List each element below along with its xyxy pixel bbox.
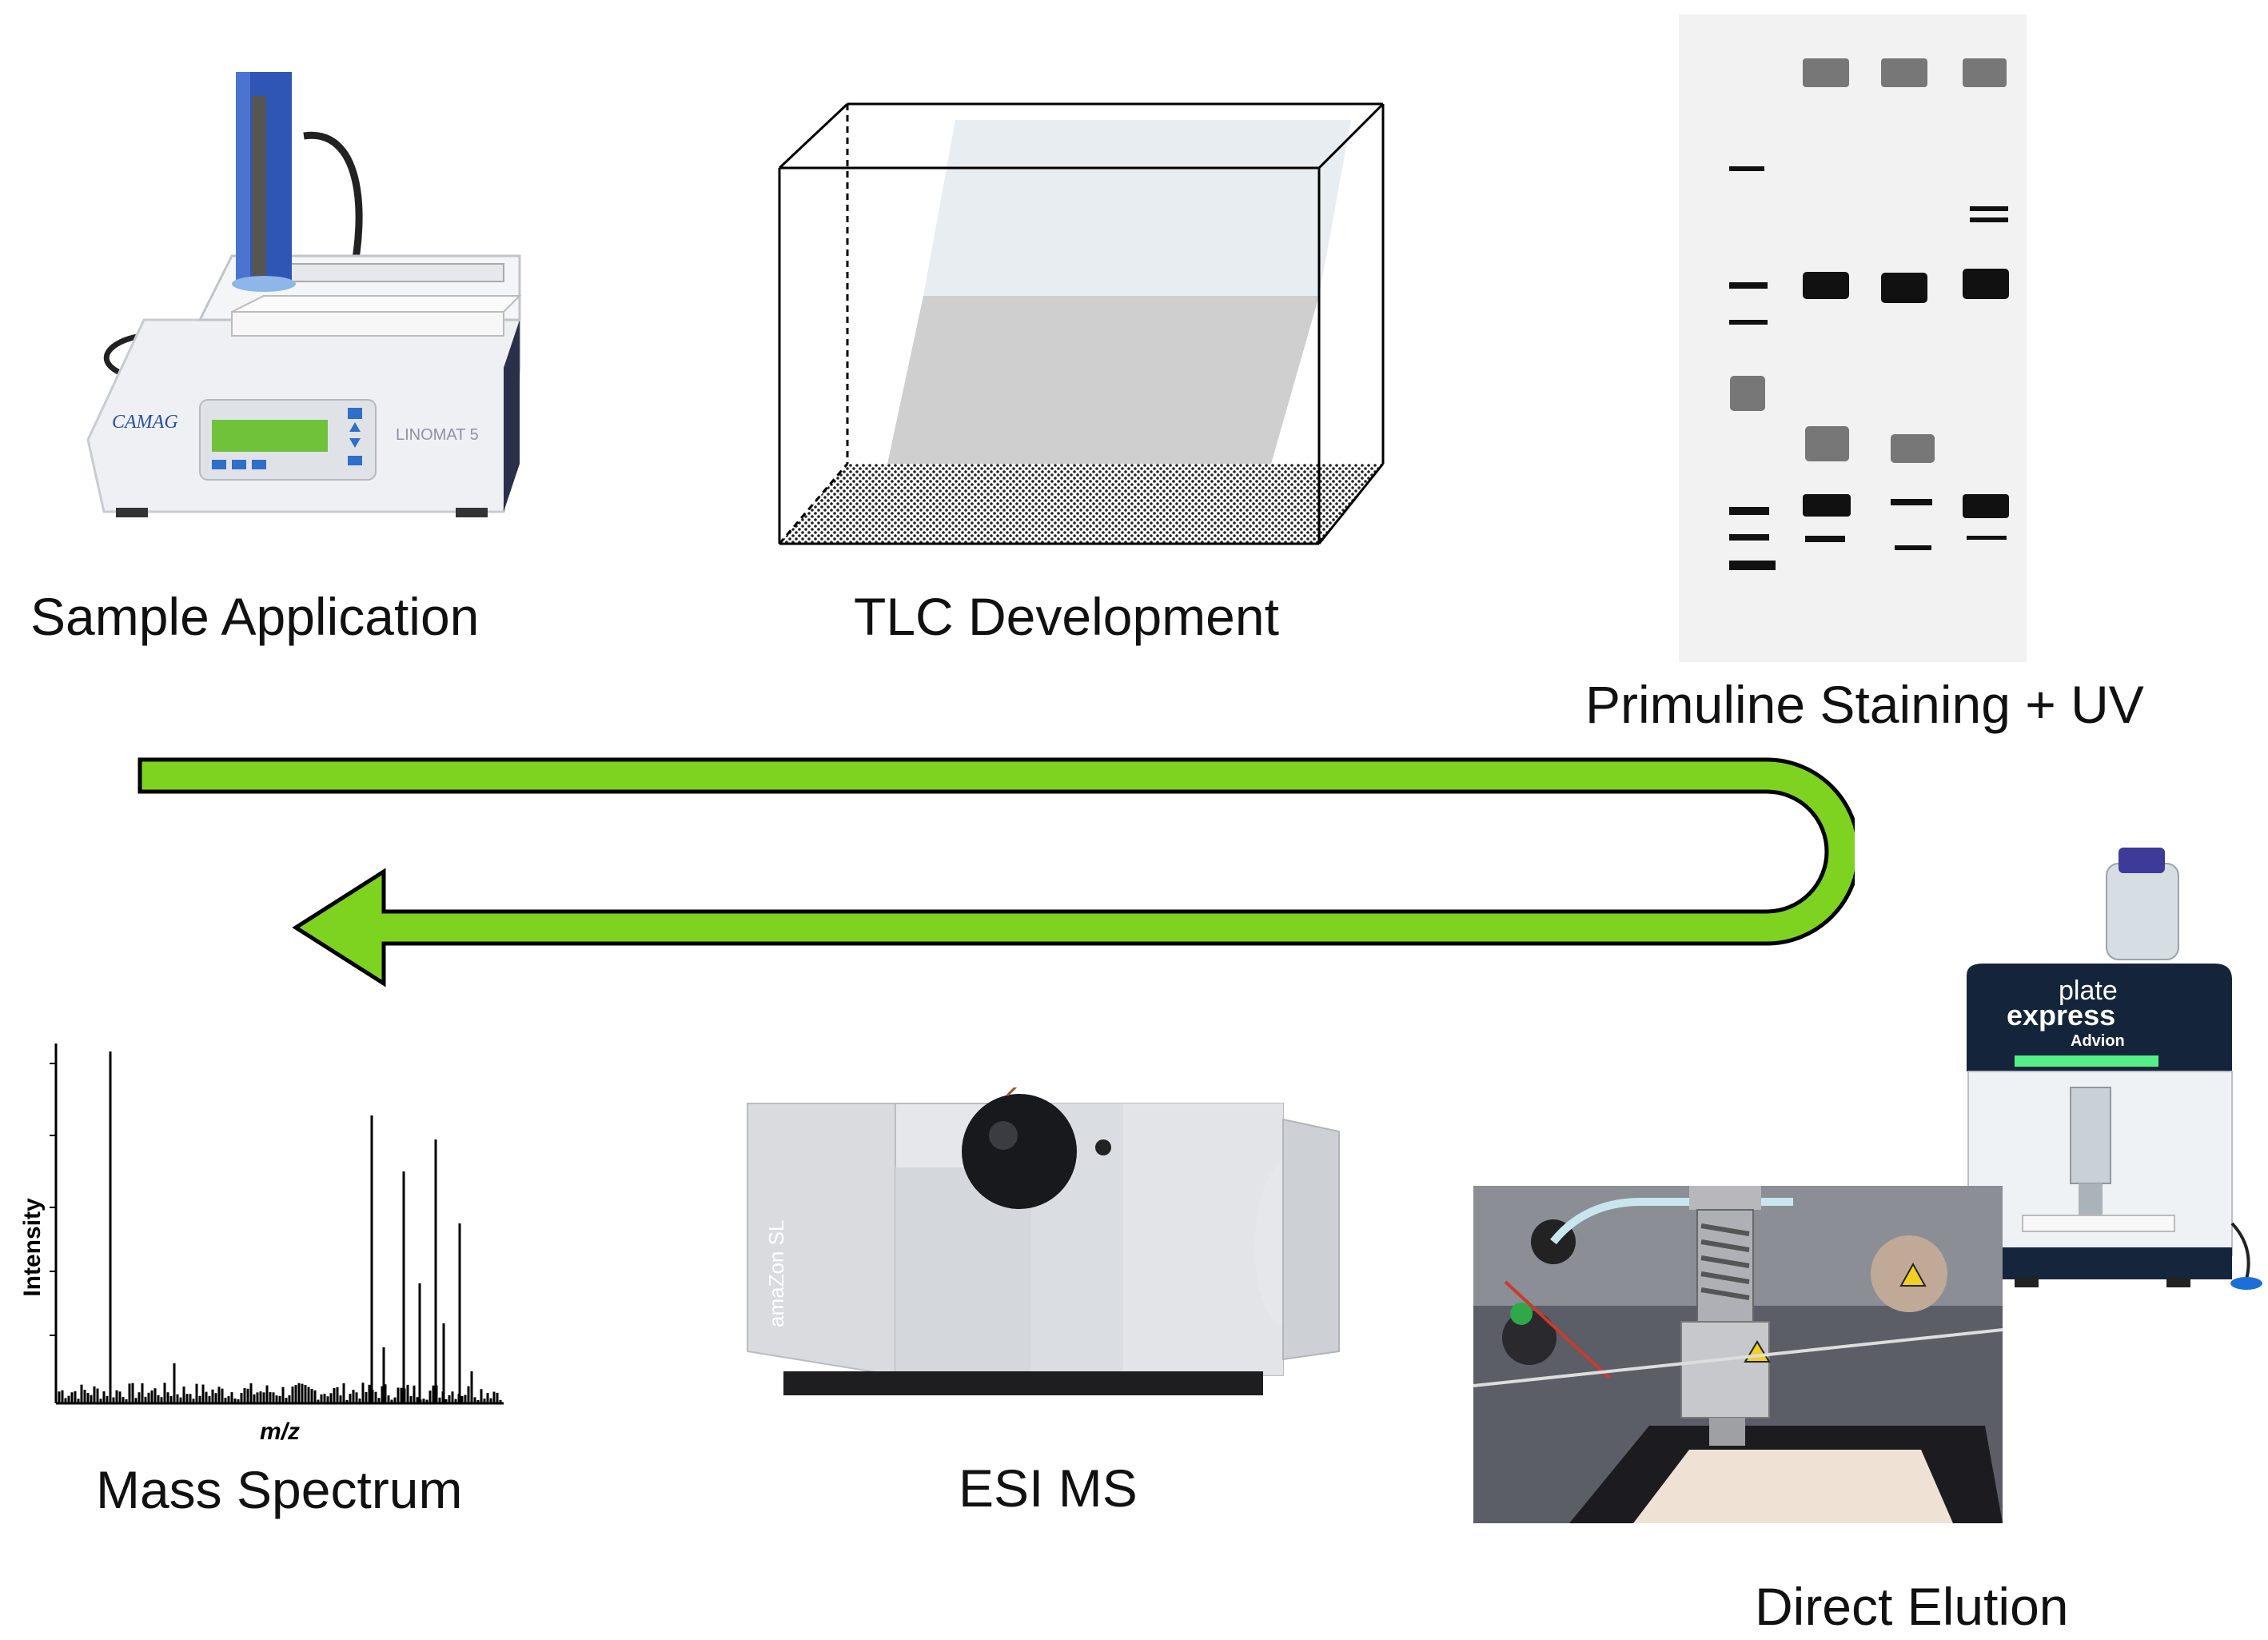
esi-ms-label: ESI MS: [959, 1458, 1138, 1518]
mass-spectrometer-image: amaZon SL: [743, 1087, 1351, 1407]
plate-express-line2: express: [2007, 999, 2115, 1031]
tlc-plate-image: [1679, 14, 2027, 662]
y-ticks: [50, 1063, 56, 1336]
linomat-icon: CAMAG LINOMAT 5: [86, 72, 522, 517]
tlc-tank-icon: [778, 102, 1385, 545]
plate-express-device-image: plate express Advion: [1951, 848, 2262, 1295]
elution-interface-photo: [1473, 1186, 2003, 1523]
camag-logo: CAMAG: [112, 412, 178, 433]
sample-application-label: Sample Application: [30, 587, 480, 646]
spectrum-peaks: [58, 1051, 502, 1403]
amazon-model-text: amaZon SL: [764, 1220, 788, 1327]
mass-spectrum-icon: Intensity m/z: [19, 1043, 504, 1445]
tlc-development-label: TLC Development: [854, 587, 1279, 646]
plate-express-line1: plate: [2059, 976, 2118, 1006]
advion-brand: Advion: [2071, 1032, 2125, 1050]
primuline-staining-label: Primuline Staining + UV: [1585, 675, 2144, 734]
elution-head-icon: [1473, 1186, 2003, 1523]
mass-spectrum-plot: Intensity m/z: [8, 1031, 520, 1447]
tlc-chamber-image: [775, 96, 1391, 552]
y-axis-label: Intensity: [19, 1198, 46, 1297]
direct-elution-label: Direct Elution: [1755, 1577, 2069, 1636]
linomat-model-text: LINOMAT 5: [396, 426, 479, 444]
sample-applicator-image: CAMAG LINOMAT 5: [72, 64, 536, 528]
plate-express-icon: plate express Advion: [1967, 848, 2262, 1290]
amazon-sl-icon: amaZon SL: [747, 1087, 1340, 1395]
flow-arrow: [128, 744, 1855, 992]
stained-tlc-plate-icon: [1729, 58, 2009, 570]
u-turn-arrow-icon: [138, 757, 1855, 988]
mass-spectrum-label: Mass Spectrum: [96, 1460, 463, 1519]
x-axis-label: m/z: [260, 1419, 300, 1445]
